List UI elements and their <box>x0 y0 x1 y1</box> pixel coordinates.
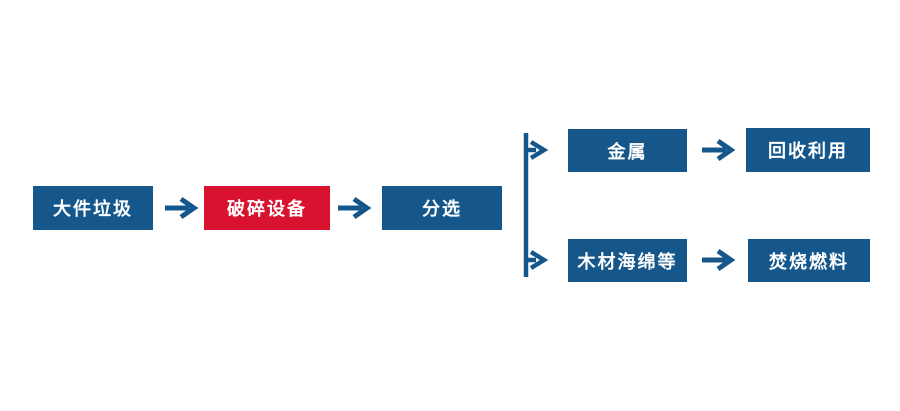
node-sorting: 分选 <box>382 186 502 230</box>
arrow-right-icon <box>165 196 199 220</box>
branch-bracket-icon <box>523 133 549 277</box>
node-crushing-equipment: 破碎设备 <box>204 186 330 230</box>
arrow-right-icon <box>702 138 736 162</box>
node-bulky-waste: 大件垃圾 <box>33 186 153 230</box>
arrow-right-icon <box>702 248 736 272</box>
node-recycling: 回收利用 <box>746 128 870 172</box>
node-metal: 金属 <box>568 129 687 172</box>
arrow-right-icon <box>338 196 372 220</box>
node-incineration-fuel: 焚烧燃料 <box>748 239 870 282</box>
node-wood-sponge: 木材海绵等 <box>568 239 687 282</box>
